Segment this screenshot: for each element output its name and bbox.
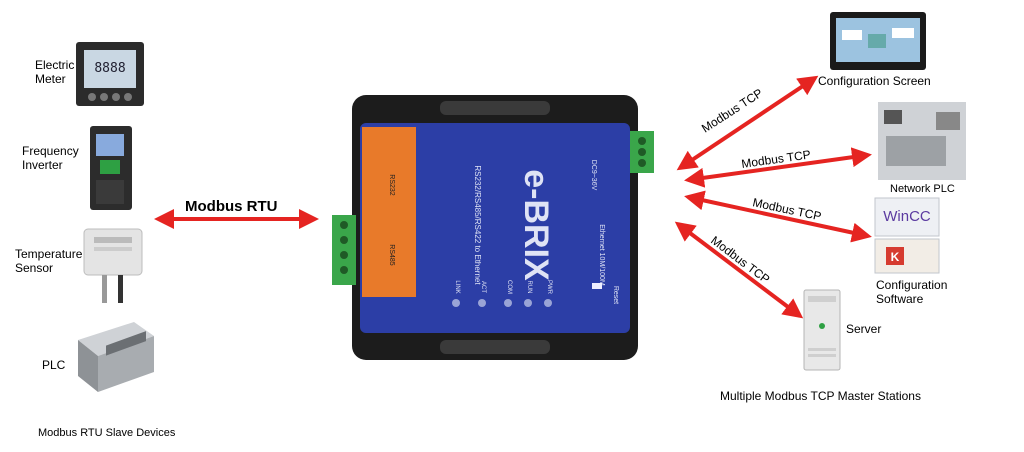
server-icon xyxy=(803,289,841,371)
plc-label: PLC xyxy=(42,358,66,372)
configuration-screen-label: Configuration Screen xyxy=(818,74,931,88)
wincc-software-icon: WinCC K xyxy=(874,197,940,274)
svg-text:K: K xyxy=(891,250,900,264)
slave-devices-group-label: Modbus RTU Slave Devices xyxy=(38,427,176,439)
ethernet-label: Ethernet 10M/100M xyxy=(598,224,605,286)
tcp-label-1: Modbus TCP xyxy=(699,86,765,136)
led-label-pwr: PWR xyxy=(546,280,552,295)
reset-label: Reset xyxy=(612,286,619,304)
status-leds xyxy=(452,299,552,307)
led-label-com: COM xyxy=(506,280,512,294)
led-label-link: LINK xyxy=(454,280,460,293)
temperature-sensor-icon xyxy=(83,228,143,303)
tcp-label-4: Modbus TCP xyxy=(708,233,772,286)
svg-text:8888: 8888 xyxy=(94,61,125,76)
network-plc-icon xyxy=(878,102,966,180)
rs485-port-label: RS485 xyxy=(388,244,395,266)
gateway-brand-logo: e-BRIX xyxy=(517,169,555,281)
rs232-port-label: RS232 xyxy=(388,174,395,196)
frequency-inverter-icon xyxy=(90,126,132,210)
tcp-arrow-server xyxy=(674,221,804,319)
network-plc-label: Network PLC xyxy=(890,183,955,195)
electric-meter-icon: 8888 xyxy=(76,42,144,106)
server-label: Server xyxy=(846,322,882,336)
master-stations-group-label: Multiple Modbus TCP Master Stations xyxy=(720,389,921,403)
led-label-run: RUN xyxy=(526,281,532,294)
plc-icon xyxy=(78,322,154,392)
led-label-act: ACT xyxy=(480,281,486,293)
ebrix-gateway-device: RS232 RS485 e-BRIX RS232/RS485/RS422 to … xyxy=(332,95,654,360)
tcp-arrow-software xyxy=(684,190,872,243)
gateway-side-text: RS232/RS485/RS422 to Ethernet xyxy=(473,165,482,285)
rtu-label: Modbus RTU xyxy=(185,198,277,215)
tcp-arrow-plc xyxy=(684,147,872,188)
hmi-screen-icon xyxy=(830,12,926,70)
power-label: DC9~36V xyxy=(590,160,597,191)
wincc-text: WinCC xyxy=(883,208,931,225)
